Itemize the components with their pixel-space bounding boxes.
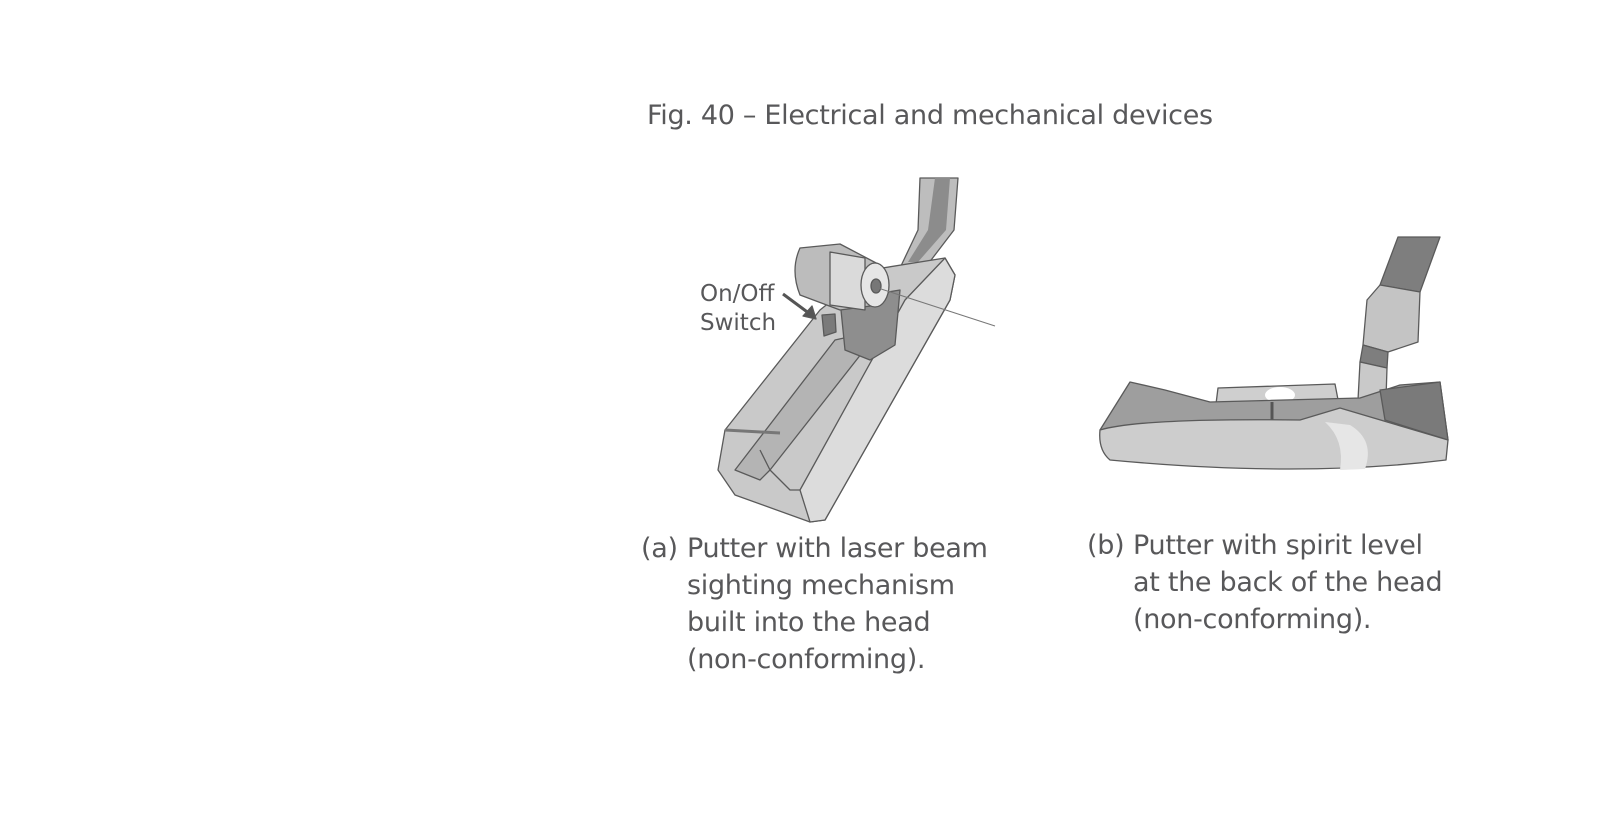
caption-label: (b) [1087,530,1125,561]
caption-line: at the back of the head [1133,567,1443,598]
caption-label: (a) [641,533,678,564]
caption-line: Putter with laser beam [687,533,988,564]
spirit-level-putter-illustration [1099,236,1449,470]
figure-title: Fig. 40 – Electrical and mechanical devi… [647,100,1213,131]
on-off-switch-callout: On/Off Switch [700,280,776,338]
caption-line: Putter with spirit level [1133,530,1423,561]
caption-line: (non-conforming). [1133,604,1372,635]
caption-line: (non-conforming). [687,644,926,675]
caption-line: sighting mechanism [687,570,955,601]
caption-line: built into the head [687,607,931,638]
laser-putter-illustration [717,177,996,523]
callout-line: Switch [700,310,777,336]
callout-line: On/Off [700,281,775,307]
